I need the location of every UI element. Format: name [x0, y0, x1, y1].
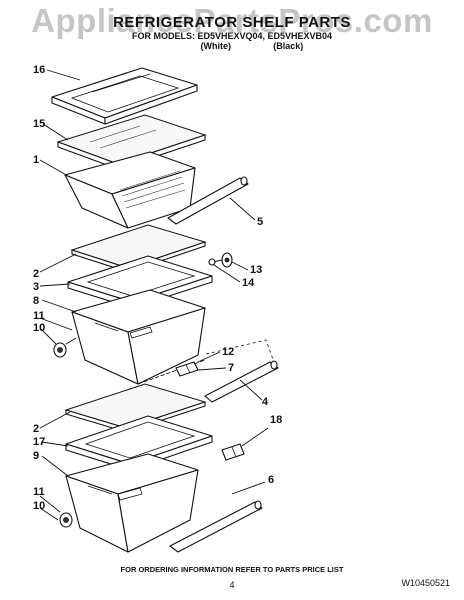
part-9-drawer — [65, 453, 199, 553]
callout-12: 12 — [222, 346, 235, 358]
diagram-title: REFRIGERATOR SHELF PARTS — [113, 14, 351, 31]
callout-2-upper: 2 — [33, 268, 40, 280]
ordering-note: FOR ORDERING INFORMATION REFER TO PARTS … — [120, 565, 344, 574]
callout-14: 14 — [242, 277, 255, 289]
callout-2-lower: 2 — [33, 423, 40, 435]
leader-lines — [39, 69, 269, 521]
part-10-11-roller-upper — [53, 337, 77, 358]
callout-15: 15 — [33, 118, 46, 130]
part-18-clip — [221, 443, 245, 461]
callout-7: 7 — [228, 362, 235, 374]
callout-13: 13 — [250, 264, 263, 276]
part-15-glass-shelf — [56, 114, 207, 170]
callout-17: 17 — [33, 436, 46, 448]
callout-11-upper: 11 — [33, 310, 45, 322]
callout-3: 3 — [33, 281, 40, 293]
callout-4: 4 — [262, 396, 269, 408]
part-6-rail — [169, 500, 263, 553]
page-number: 4 — [229, 580, 235, 590]
part-4-rail — [204, 339, 279, 403]
callout-10-lower: 10 — [33, 500, 46, 512]
callout-9: 9 — [33, 450, 40, 462]
part-8-drawer — [71, 289, 206, 385]
document-number: W10450521 — [401, 578, 450, 588]
part-1-pan — [64, 151, 196, 229]
part-10-11-roller-lower — [59, 512, 73, 528]
part-5-rail — [167, 176, 249, 225]
callout-18: 18 — [270, 414, 283, 426]
callout-1: 1 — [33, 154, 40, 166]
callout-11-lower: 11 — [33, 486, 45, 498]
callout-6: 6 — [268, 474, 275, 486]
color-white-label: (White) — [200, 41, 231, 51]
model-numbers: FOR MODELS: ED5VHEXVQ04, ED5VHEXVB04 — [131, 31, 333, 41]
part-13-14-hardware — [208, 252, 233, 268]
model-colors: (White) (Black) — [0, 41, 464, 51]
callout-10-upper: 10 — [33, 322, 46, 334]
callout-16: 16 — [33, 64, 46, 76]
callout-5: 5 — [257, 216, 264, 228]
color-black-label: (Black) — [273, 41, 304, 51]
part-16-shelf-frame — [51, 67, 198, 125]
callout-8: 8 — [33, 295, 40, 307]
